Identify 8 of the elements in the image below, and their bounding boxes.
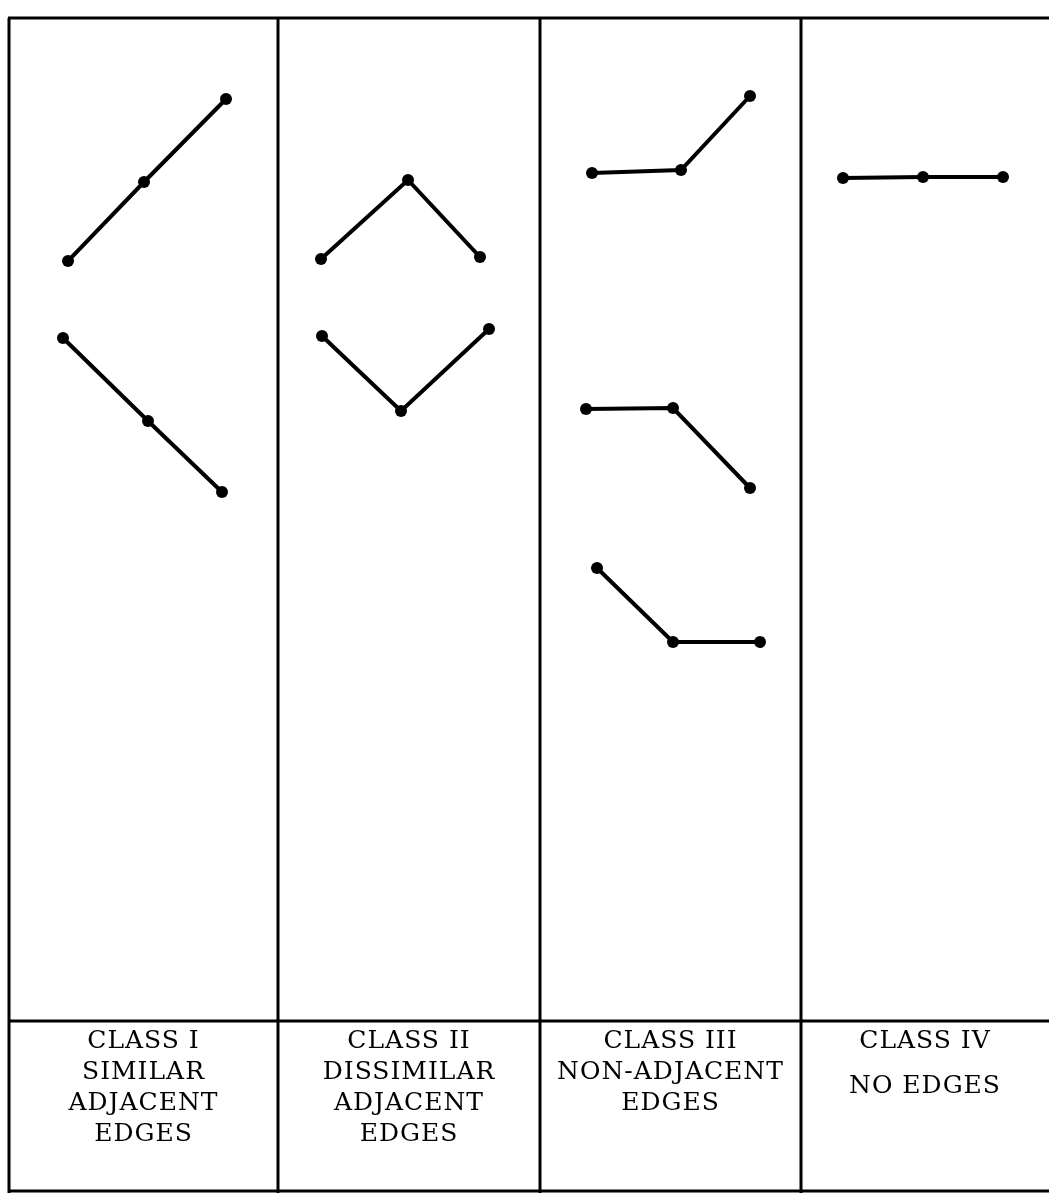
class-description: NO EDGES (849, 1069, 1001, 1100)
class-description: NON-ADJACENT EDGES (556, 1055, 785, 1117)
class-heading: CLASS I (87, 1024, 200, 1055)
class-description: DISSIMILAR ADJACENT EDGES (321, 1055, 497, 1148)
class-heading: CLASS IV (859, 1024, 991, 1055)
class-description: SIMILAR ADJACENT EDGES (67, 1055, 220, 1148)
class-heading: CLASS II (347, 1024, 471, 1055)
class-heading: CLASS III (603, 1024, 738, 1055)
